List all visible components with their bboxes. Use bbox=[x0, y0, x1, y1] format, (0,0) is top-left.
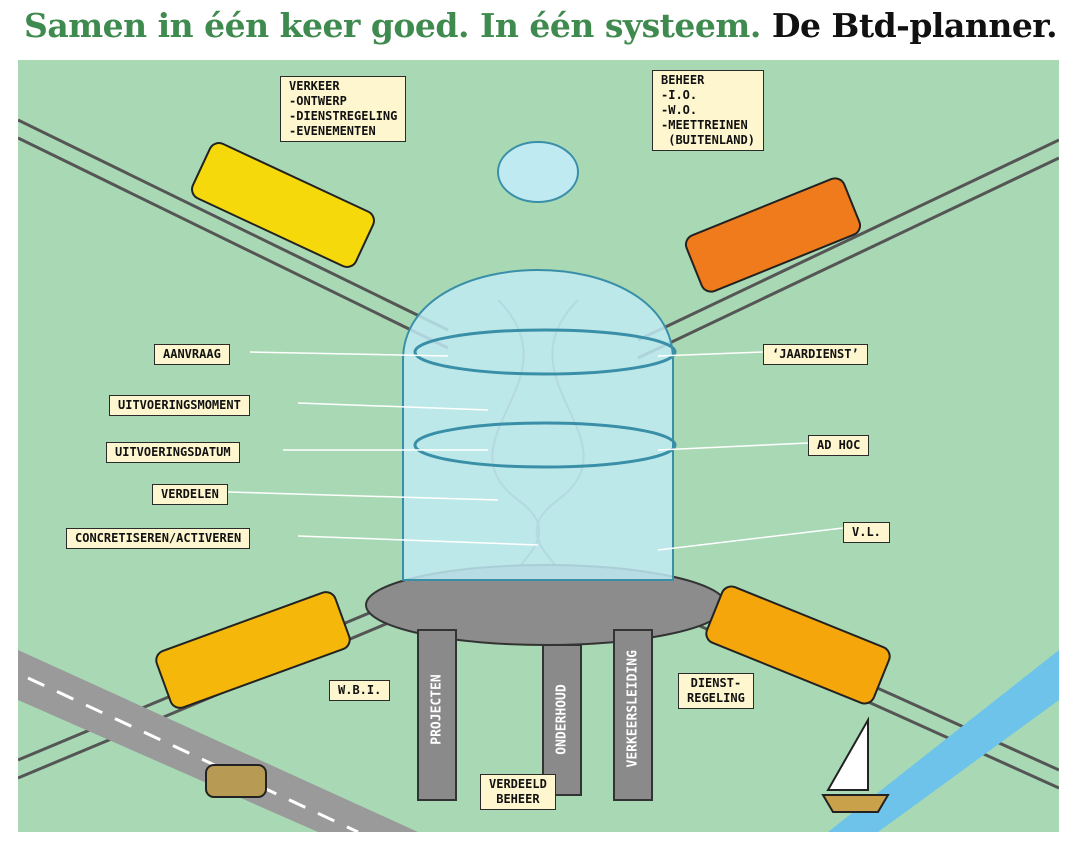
orange-train-top bbox=[684, 177, 862, 293]
label-concretiseren: CONCRETISEREN/ACTIVEREN bbox=[66, 528, 251, 549]
pillar-label-projecten: PROJECTEN bbox=[429, 674, 445, 745]
glass-dome bbox=[402, 141, 677, 581]
pillar-verkeersleiding bbox=[613, 629, 653, 801]
bubble-verkeer: VERKEER -ONTWERP -DIENSTREGELING -EVENEM… bbox=[280, 76, 407, 142]
canal bbox=[828, 650, 1059, 832]
pointer-lines bbox=[227, 351, 844, 551]
title-black: De Btd-planner. bbox=[771, 6, 1058, 45]
label-vl: V.L. bbox=[843, 522, 890, 543]
road bbox=[18, 650, 418, 832]
label-uitvoeringsdatum: UITVOERINGSDATUM bbox=[106, 442, 240, 463]
sailboat bbox=[821, 716, 890, 813]
label-adhoc: AD HOC bbox=[808, 435, 870, 456]
label-wbi: W.B.I. bbox=[329, 680, 391, 701]
bubble-beheer: BEHEER -I.O. -W.O. -MEETTREINEN (BUITENL… bbox=[652, 70, 764, 151]
yellow-train-top bbox=[191, 142, 375, 268]
orange-train-bottom bbox=[705, 585, 891, 705]
pillar-projecten bbox=[417, 629, 457, 801]
label-jaardienst: ‘JAARDIENST’ bbox=[763, 344, 868, 365]
label-verdelen: VERDELEN bbox=[152, 484, 228, 505]
pillar-label-verkeersleiding: VERKEERSLEIDING bbox=[625, 650, 641, 768]
title-green: Samen in één keer goed. In één systeem. bbox=[24, 6, 761, 45]
label-dienstregeling: DIENST- REGELING bbox=[678, 673, 754, 709]
scene-artwork bbox=[18, 118, 1059, 832]
illustration: VERKEER -ONTWERP -DIENSTREGELING -EVENEM… bbox=[18, 60, 1059, 832]
pillar-onderhoud bbox=[542, 644, 582, 796]
label-uitvoeringsmoment: UITVOERINGSMOMENT bbox=[109, 395, 250, 416]
car bbox=[205, 764, 267, 798]
pillar-label-onderhoud: ONDERHOUD bbox=[554, 684, 570, 755]
label-aanvraag: AANVRAAG bbox=[154, 344, 230, 365]
label-verdeeld-beheer: VERDEELD BEHEER bbox=[480, 774, 556, 810]
crane-train-bottom bbox=[155, 591, 351, 709]
page-title: Samen in één keer goed. In één systeem. … bbox=[24, 6, 1058, 52]
